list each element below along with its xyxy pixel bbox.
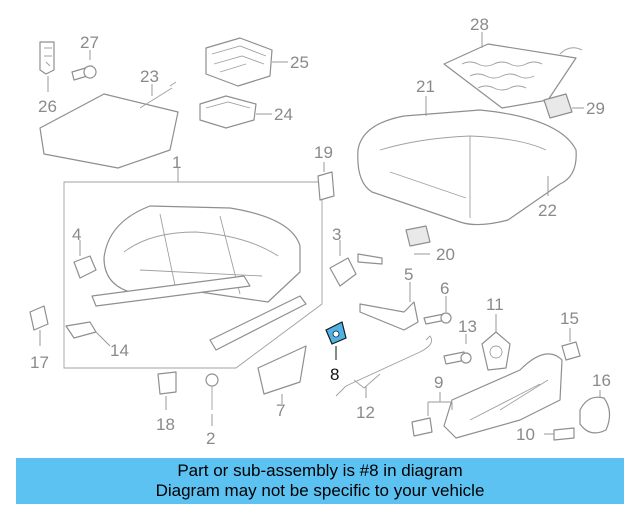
part-21-seat-cushion: [357, 96, 577, 226]
callout-17: 17: [30, 353, 49, 372]
callout-11: 11: [486, 295, 504, 314]
part-28-heater-pad: [443, 32, 583, 109]
callout-24: 24: [274, 105, 293, 124]
callout-8: 8: [330, 365, 339, 384]
banner-line-part: Part or sub-assembly is #8 in diagram: [177, 461, 463, 480]
callout-23: 23: [140, 67, 159, 86]
callout-13: 13: [458, 317, 477, 336]
seat-parts-diagram: 1 2 3 4 5 6 7 8 9 10 11 12 13 14 15 16 1…: [29, 15, 611, 448]
part-6-bolt: [423, 296, 452, 325]
callout-21: 21: [416, 77, 435, 96]
part-11-cover: [481, 314, 511, 371]
callout-15: 15: [560, 309, 579, 328]
callout-22: 22: [538, 201, 557, 220]
callout-19: 19: [314, 143, 333, 162]
part-16-knob: [579, 390, 611, 434]
callout-25: 25: [290, 53, 309, 72]
callout-12: 12: [356, 403, 375, 422]
part-10-screw: [544, 427, 575, 441]
part-13-bolt: [443, 334, 472, 365]
part-9-side-shield: [411, 353, 563, 439]
callout-7: 7: [276, 401, 285, 420]
part-15-clip: [561, 328, 581, 361]
part-5-link: [359, 282, 419, 331]
part-23-panel: [39, 81, 179, 169]
callout-4: 4: [72, 225, 81, 244]
part-18-clip: [157, 371, 177, 410]
part-7-trim: [257, 345, 307, 404]
part-26-bracket: [39, 41, 55, 92]
callout-6: 6: [440, 279, 449, 298]
part-4-bracket: [73, 240, 97, 279]
part-25-module: [205, 37, 288, 87]
callout-16: 16: [592, 371, 611, 390]
part-27-screw: [71, 50, 97, 81]
callout-9: 9: [434, 373, 443, 392]
part-17-clip: [29, 305, 49, 346]
callout-26: 26: [38, 97, 57, 116]
part-3-bracket-bolt: [329, 240, 383, 287]
callout-3: 3: [332, 225, 341, 244]
part-19-clip: [317, 162, 335, 201]
callout-28: 28: [470, 15, 489, 34]
part-14-cover: [65, 321, 111, 347]
part-20-clip: [405, 225, 431, 255]
callout-2: 2: [206, 429, 215, 448]
part-8-highlighted: [325, 321, 347, 360]
info-banner: Part or sub-assembly is #8 in diagram Di…: [16, 458, 624, 504]
callout-20: 20: [436, 245, 455, 264]
callout-5: 5: [404, 265, 413, 284]
part-24-module: [199, 95, 272, 129]
callout-29: 29: [586, 99, 605, 118]
callout-14: 14: [110, 341, 129, 360]
part-12-cable: [335, 335, 433, 398]
callout-10: 10: [516, 425, 535, 444]
callout-27: 27: [80, 33, 99, 52]
callout-18: 18: [156, 415, 175, 434]
banner-line-disclaimer: Diagram may not be specific to your vehi…: [155, 481, 485, 500]
part-1-seat-frame: [63, 168, 323, 369]
part-2-bolt: [205, 373, 219, 426]
part-29-connector: [543, 93, 584, 119]
callout-1: 1: [172, 153, 181, 172]
